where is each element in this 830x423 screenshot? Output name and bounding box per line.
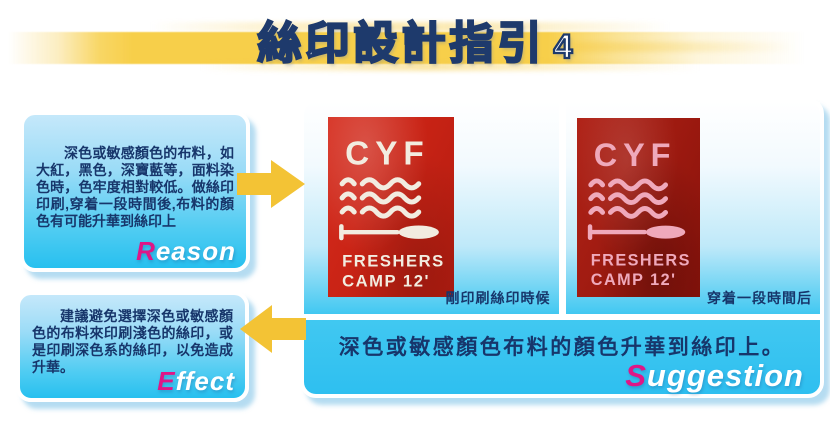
arrow-right-icon xyxy=(237,160,305,208)
effect-box: 建議避免選擇深色或敏感顏色的布料來印刷淺色的絲印，或是印刷深色系的絲印，以免造成… xyxy=(16,291,249,402)
waves-icon xyxy=(339,177,422,219)
caption-after-wear: 穿着一段時間后 xyxy=(707,290,812,306)
suggestion-label: Suggestion xyxy=(625,358,804,394)
suggestion-box: CYF FRESHERS CAMP 12' xyxy=(300,98,824,398)
shirt-print-graphic: CYF FRESHERS CAMP 12' xyxy=(587,137,690,289)
effect-text: 建議避免選擇深色或敏感顏色的布料來印刷淺色的絲印，或是印刷深色系的絲印，以免造成… xyxy=(32,308,233,375)
effect-label: Effect xyxy=(157,366,235,397)
shirt-photo-after-wear: CYF FRESHERS CAMP 12' xyxy=(576,118,700,297)
effect-label-rest: ffect xyxy=(175,366,235,396)
reason-label: Reason xyxy=(136,236,236,267)
svg-text:CAMP 12': CAMP 12' xyxy=(342,272,430,291)
page-title-text: 絲印設計指引 xyxy=(256,18,546,69)
waves-icon xyxy=(587,178,668,219)
svg-text:CAMP 12': CAMP 12' xyxy=(590,271,676,289)
caption-freshly-printed: 剛印刷絲印時候 xyxy=(445,290,551,306)
svg-text:CYF: CYF xyxy=(593,137,676,173)
photo-comparison-row: CYF FRESHERS CAMP 12' xyxy=(304,102,820,320)
paddle-icon xyxy=(339,224,439,241)
shirt-photo-freshly-printed: CYF FRESHERS CAMP 12' xyxy=(328,117,454,297)
svg-text:CYF: CYF xyxy=(345,136,430,173)
page-title-number: 4 xyxy=(552,27,573,67)
reason-text: 深色或敏感顏色的布料，如大紅，黑色，深寶藍等，面料染色時，色牢度相對較低。做絲印… xyxy=(36,145,234,229)
svg-text:FRESHERS: FRESHERS xyxy=(590,252,690,270)
suggestion-label-rest: uggestion xyxy=(646,358,804,393)
effect-label-initial: E xyxy=(157,366,176,396)
reason-box: 深色或敏感顏色的布料，如大紅，黑色，深寶藍等，面料染色時，色牢度相對較低。做絲印… xyxy=(20,111,250,272)
suggestion-strip: 深色或敏感顏色布料的顏色升華到絲印上。 Suggestion xyxy=(304,320,820,394)
paddle-icon xyxy=(587,224,685,240)
suggestion-text: 深色或敏感顏色布料的顏色升華到絲印上。 xyxy=(338,336,786,359)
svg-text:FRESHERS: FRESHERS xyxy=(342,251,445,270)
suggestion-label-initial: S xyxy=(625,358,647,393)
arrow-left-icon xyxy=(240,305,306,353)
reason-label-rest: eason xyxy=(155,236,236,266)
photo-panel-freshly-printed: CYF FRESHERS CAMP 12' xyxy=(304,102,559,314)
shirt-print-graphic: CYF FRESHERS CAMP 12' xyxy=(339,136,445,291)
reason-label-initial: R xyxy=(136,236,156,266)
photo-panel-after-wear: CYF FRESHERS CAMP 12' xyxy=(565,102,820,314)
